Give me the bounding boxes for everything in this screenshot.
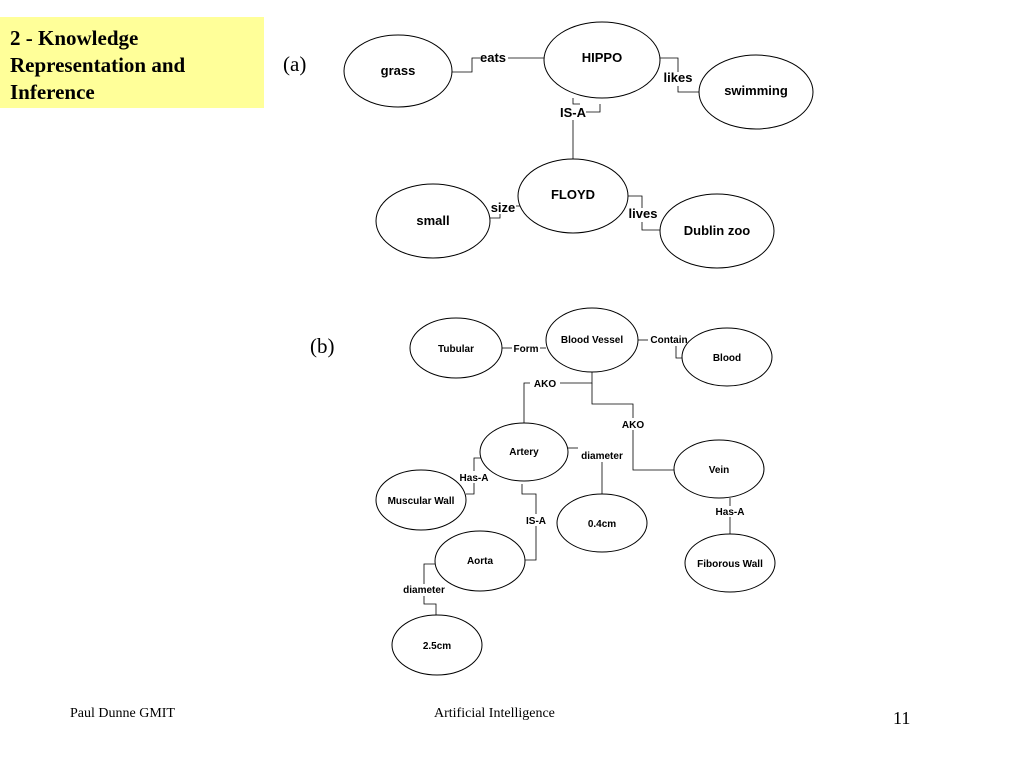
node-grass: [343, 34, 453, 108]
edge-has-a-artery-label: Has-A: [460, 473, 489, 484]
page-number: 11: [893, 708, 911, 728]
slide-title: 2 - Knowledge Representation and Inferen…: [0, 17, 264, 108]
diagram-b-label: (b): [310, 334, 335, 358]
node-fiborous-wall-label: Fiborous Wall: [697, 559, 763, 570]
node-swimming-label: swimming: [724, 83, 788, 98]
edge-contain: [675, 346, 684, 359]
node-hippo-label: HIPPO: [582, 50, 622, 65]
node-swimming: [698, 54, 814, 130]
edge-has-a-artery: [466, 483, 475, 495]
edge-lives-label: lives: [629, 206, 658, 221]
node-fiborous-wall: [684, 533, 776, 593]
node-aorta-label: Aorta: [467, 556, 494, 567]
node-muscular-wall: [375, 469, 467, 531]
edge-lives: [628, 195, 643, 208]
node-tubular: [409, 317, 503, 379]
edge-has-a-vein-label: Has-A: [716, 507, 745, 518]
node-size-25: [391, 614, 483, 676]
edge-is-a: [586, 104, 601, 113]
edge-likes: [677, 86, 700, 93]
node-small: [375, 183, 491, 259]
edge-ako-artery: [560, 372, 593, 384]
edge-diameter-aorta: [423, 596, 437, 616]
edge-ako-artery: [523, 382, 530, 424]
edge-ako-vein: [591, 383, 634, 418]
node-vein: [673, 439, 765, 499]
slide-title-line-3: Inference: [10, 80, 95, 104]
edge-eats-label: eats: [480, 50, 506, 65]
edge-ako-artery-label: AKO: [534, 379, 556, 390]
edge-is-a-aorta: [524, 526, 537, 561]
edge-ako-vein-label: AKO: [622, 420, 644, 431]
edge-diameter-artery-label: diameter: [581, 451, 623, 462]
node-size-04-label: 0.4cm: [588, 519, 616, 530]
edge-eats: [445, 57, 480, 73]
slide-title-line-1: 2 - Knowledge: [10, 26, 139, 50]
node-tubular-label: Tubular: [438, 344, 474, 355]
node-grass-label: grass: [381, 63, 416, 78]
node-blood-vessel: [545, 307, 639, 373]
edge-likes: [660, 57, 679, 72]
node-blood: [681, 327, 773, 387]
node-blood-label: Blood: [713, 353, 741, 364]
edge-diameter-aorta: [423, 563, 436, 584]
node-vein-label: Vein: [709, 465, 730, 476]
node-size-04: [556, 493, 648, 553]
slide-title-line-2: Representation and: [10, 53, 186, 77]
node-dublin-zoo-label: Dublin zoo: [684, 223, 750, 238]
edge-lives: [641, 222, 660, 231]
node-artery: [479, 422, 569, 482]
edge-ako-vein: [632, 430, 676, 471]
node-artery-label: Artery: [509, 447, 539, 458]
node-floyd: [517, 158, 629, 234]
edge-size: [490, 214, 501, 219]
edge-is-a-label: IS-A: [560, 105, 587, 120]
node-muscular-wall-label: Muscular Wall: [388, 496, 455, 507]
footer-course: Artificial Intelligence: [434, 706, 555, 721]
node-blood-vessel-label: Blood Vessel: [561, 335, 623, 346]
edge-is-a-aorta-label: IS-A: [526, 516, 546, 527]
edge-is-a: [572, 98, 580, 105]
node-hippo: [543, 21, 661, 99]
diagram-a-label: (a): [283, 52, 307, 76]
edge-contain-label: Contain: [650, 335, 687, 346]
node-size-25-label: 2.5cm: [423, 641, 451, 652]
edge-is-a-aorta: [521, 484, 537, 514]
edge-form-label: Form: [514, 344, 539, 355]
node-aorta: [434, 530, 526, 592]
edge-diameter-aorta-label: diameter: [403, 585, 445, 596]
footer-author: Paul Dunne GMIT: [70, 706, 175, 721]
node-small-label: small: [416, 213, 449, 228]
node-dublin-zoo: [659, 193, 775, 269]
node-floyd-label: FLOYD: [551, 187, 595, 202]
edge-likes-label: likes: [664, 70, 693, 85]
edge-size-label: size: [491, 200, 516, 215]
